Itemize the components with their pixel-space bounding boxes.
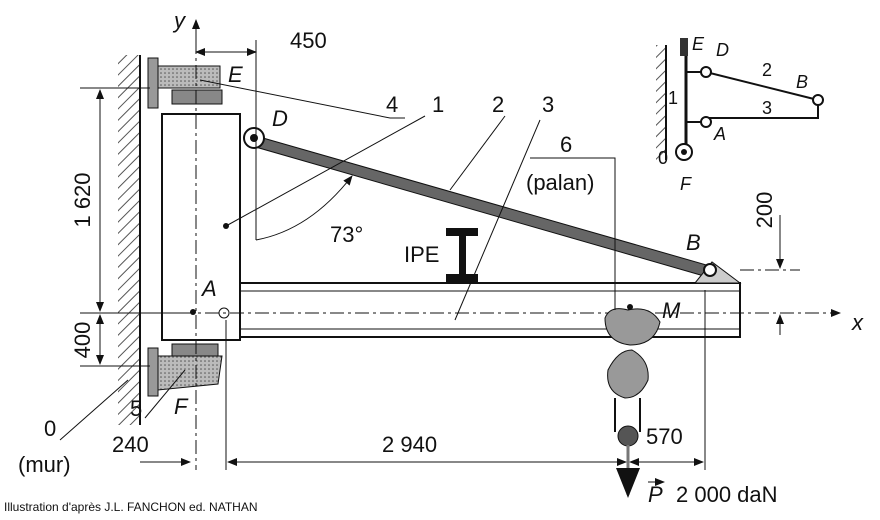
dim-200: 200 — [752, 192, 777, 229]
inset-A-label: A — [713, 124, 726, 144]
dim-1620: 1 620 — [70, 172, 95, 227]
dim-570: 570 — [646, 424, 683, 449]
force-value: 2 000 daN — [676, 482, 778, 507]
inset-3-label: 3 — [762, 98, 772, 118]
dim-240: 240 — [112, 432, 149, 457]
force-P-label: P — [648, 482, 663, 507]
dim-400: 400 — [70, 322, 95, 359]
point-M-label: M — [662, 298, 681, 323]
wall-label: (mur) — [18, 452, 71, 477]
point-D-label: D — [272, 106, 288, 131]
inset-B-label: B — [796, 72, 808, 92]
inset-2-label: 2 — [762, 60, 772, 80]
inset-D-label: D — [716, 40, 729, 60]
part-5-label: 5 — [130, 396, 142, 421]
inset-0-label: 0 — [658, 148, 668, 168]
column-1 — [161, 40, 241, 470]
point-B-label: B — [686, 230, 701, 255]
part-2-label: 2 — [492, 92, 504, 117]
inset-E-label: E — [692, 34, 705, 54]
image-credit: Illustration d'après J.L. FANCHON ed. NA… — [4, 500, 258, 514]
dim-2940: 2 940 — [382, 432, 437, 457]
point-A-label: A — [200, 276, 217, 301]
part-3-label: 3 — [542, 92, 554, 117]
inset-1-label: 1 — [668, 88, 678, 108]
part-1-label: 1 — [432, 92, 444, 117]
wall — [118, 55, 141, 425]
part-6-label: 6 — [560, 132, 572, 157]
part-4-label: 4 — [386, 92, 398, 117]
upper-bracket-E — [147, 57, 223, 109]
beam-3 — [180, 261, 841, 338]
ipe-label: IPE — [404, 242, 439, 267]
ipe-section-icon — [446, 228, 478, 282]
part-0-label: 0 — [44, 416, 56, 441]
y-axis-label: y — [172, 8, 187, 33]
palan-label: (palan) — [526, 170, 594, 195]
tie-rod-2 — [243, 127, 711, 277]
inset-schematic: E D 2 B 1 3 A 0 F — [656, 34, 824, 194]
leader-lines — [59, 79, 616, 441]
x-axis-label: x — [851, 310, 864, 335]
hoist-6 — [604, 304, 661, 498]
dim-450: 450 — [290, 28, 327, 53]
point-E-label: E — [228, 62, 243, 87]
point-F-label: F — [174, 394, 189, 419]
dimension-lines — [80, 19, 800, 470]
inset-F-label: F — [680, 174, 692, 194]
angle-label: 73° — [330, 222, 363, 247]
lower-bracket-F — [147, 343, 223, 397]
